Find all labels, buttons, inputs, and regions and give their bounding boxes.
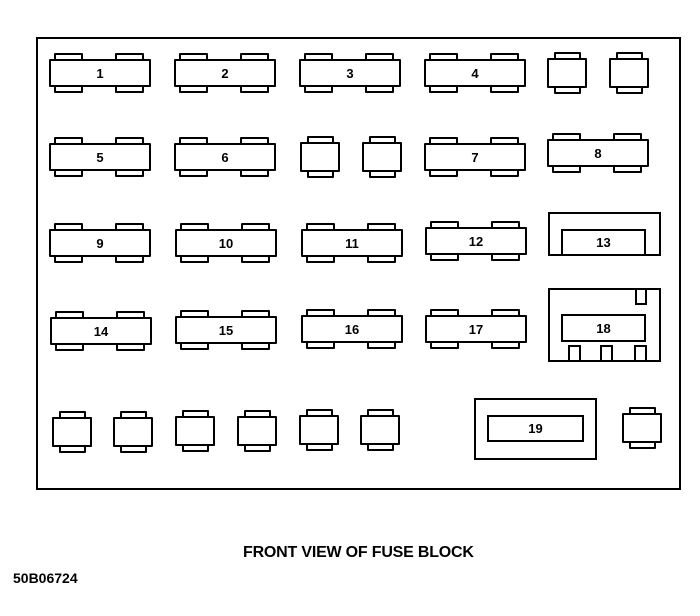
case-base: [548, 254, 561, 256]
fuse-12[interactable]: 12: [425, 221, 527, 261]
fuse-label: 8: [547, 139, 649, 167]
case-base: [644, 254, 661, 256]
diagram-caption: FRONT VIEW OF FUSE BLOCK: [243, 544, 474, 561]
mini-fuse[interactable]: [362, 136, 402, 178]
mini-fuse[interactable]: [622, 407, 662, 449]
fuse-8[interactable]: 8: [547, 133, 649, 173]
relay-13-label: 13: [561, 229, 646, 256]
fuse-label: 6: [174, 143, 276, 171]
fuse-5[interactable]: 5: [49, 137, 151, 177]
mini-fuse[interactable]: [300, 136, 340, 178]
mini-fuse[interactable]: [609, 52, 649, 94]
fuse-label: 14: [50, 317, 152, 345]
fuse-body: [52, 417, 92, 447]
fuse-10[interactable]: 10: [175, 223, 277, 263]
fuse-3[interactable]: 3: [299, 53, 401, 93]
fuse-body: [360, 415, 400, 445]
relay-19-label: 19: [487, 415, 584, 442]
fuse-9[interactable]: 9: [49, 223, 151, 263]
fuse-15[interactable]: 15: [175, 310, 277, 350]
fuse-label: 7: [424, 143, 526, 171]
fuse-label: 5: [49, 143, 151, 171]
relay-19-case[interactable]: 19: [474, 398, 597, 460]
mini-fuse[interactable]: [237, 410, 277, 452]
fuse-label: 9: [49, 229, 151, 257]
relay-pin: [634, 345, 647, 362]
fuse-label: 3: [299, 59, 401, 87]
mini-fuse[interactable]: [52, 411, 92, 453]
fuse-label: 12: [425, 227, 527, 255]
fuse-body: [175, 416, 215, 446]
fuse-label: 15: [175, 316, 277, 344]
fuse-body: [299, 415, 339, 445]
fuse-body: [113, 417, 153, 447]
fuse-17[interactable]: 17: [425, 309, 527, 349]
relay-18-label: 18: [561, 314, 646, 342]
fuse-label: 17: [425, 315, 527, 343]
relay-13-case[interactable]: 13: [548, 212, 661, 256]
fuse-label: 4: [424, 59, 526, 87]
fuse-11[interactable]: 11: [301, 223, 403, 263]
fuse-label: 11: [301, 229, 403, 257]
fuse-body: [362, 142, 402, 172]
mini-fuse[interactable]: [547, 52, 587, 94]
figure-id: 50B06724: [13, 570, 78, 586]
relay-18-case[interactable]: 18: [548, 288, 661, 362]
fuse-16[interactable]: 16: [301, 309, 403, 349]
relay-pin: [600, 345, 613, 362]
fuse-4[interactable]: 4: [424, 53, 526, 93]
mini-fuse[interactable]: [299, 409, 339, 451]
mini-fuse[interactable]: [175, 410, 215, 452]
fuse-body: [622, 413, 662, 443]
fuse-body: [300, 142, 340, 172]
relay-pin: [568, 345, 581, 362]
fuse-7[interactable]: 7: [424, 137, 526, 177]
fuse-label: 10: [175, 229, 277, 257]
fuse-body: [547, 58, 587, 88]
fuse-2[interactable]: 2: [174, 53, 276, 93]
mini-fuse[interactable]: [113, 411, 153, 453]
fuse-body: [237, 416, 277, 446]
fuse-14[interactable]: 14: [50, 311, 152, 351]
mini-fuse[interactable]: [360, 409, 400, 451]
fuse-1[interactable]: 1: [49, 53, 151, 93]
fuse-label: 1: [49, 59, 151, 87]
fuse-label: 2: [174, 59, 276, 87]
fuse-label: 16: [301, 315, 403, 343]
relay-pin: [635, 288, 647, 305]
fuse-body: [609, 58, 649, 88]
fuse-6[interactable]: 6: [174, 137, 276, 177]
